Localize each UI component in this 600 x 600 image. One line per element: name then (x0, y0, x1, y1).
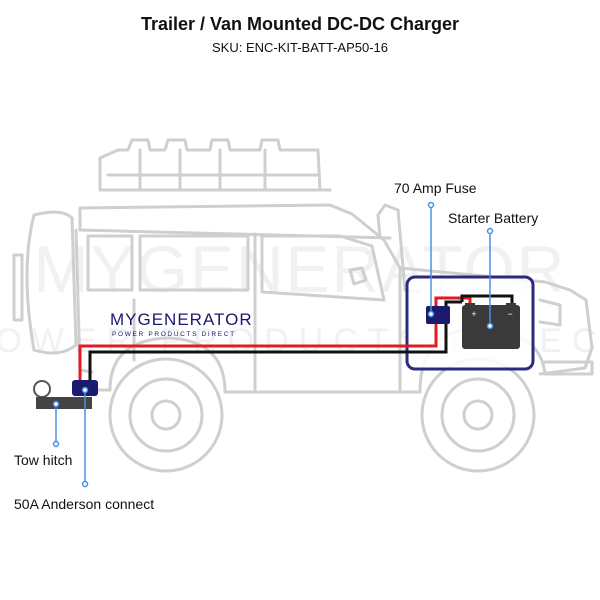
battery-plus-symbol: + (471, 309, 476, 319)
diagram-title: Trailer / Van Mounted DC-DC Charger (140, 14, 460, 34)
brand-logo-tagline: POWER PRODUCTS DIRECT (112, 331, 236, 338)
towhitch-leader-dot-bottom (52, 440, 60, 448)
anderson-leader-dot-top (81, 386, 89, 394)
tow-ball (33, 380, 51, 398)
brand-logo-text: MYGENERATOR (110, 310, 253, 329)
battery-minus-symbol: − (507, 309, 512, 319)
towhitch-leader-dot-top (52, 400, 60, 408)
tow-hitch (33, 380, 92, 409)
fuse-leader-dot-bottom (427, 310, 435, 318)
battery-leader-dot-bottom (486, 322, 494, 330)
battery-leader-dot-top (486, 227, 494, 235)
fuse-leader-dot-top (427, 201, 435, 209)
brand-logo: MYGENERATOR POWER PRODUCTS DIRECT (110, 310, 253, 338)
tow-hitch-label: Tow hitch (14, 452, 73, 468)
anderson-label: 50A Anderson connect (14, 496, 155, 512)
anderson-leader-dot-bottom (81, 480, 89, 488)
battery-label: Starter Battery (448, 210, 539, 226)
fuse-label: 70 Amp Fuse (394, 180, 477, 196)
rear-wheel (108, 357, 224, 473)
negative-cable (88, 294, 514, 384)
diagram-sku: SKU: ENC-KIT-BATT-AP50-16 (211, 40, 389, 55)
tow-hitch-bar (36, 397, 92, 409)
fuse-block (426, 306, 450, 324)
front-wheel (420, 357, 536, 473)
vehicle-outline (12, 138, 594, 394)
callout-leaders (52, 201, 494, 488)
